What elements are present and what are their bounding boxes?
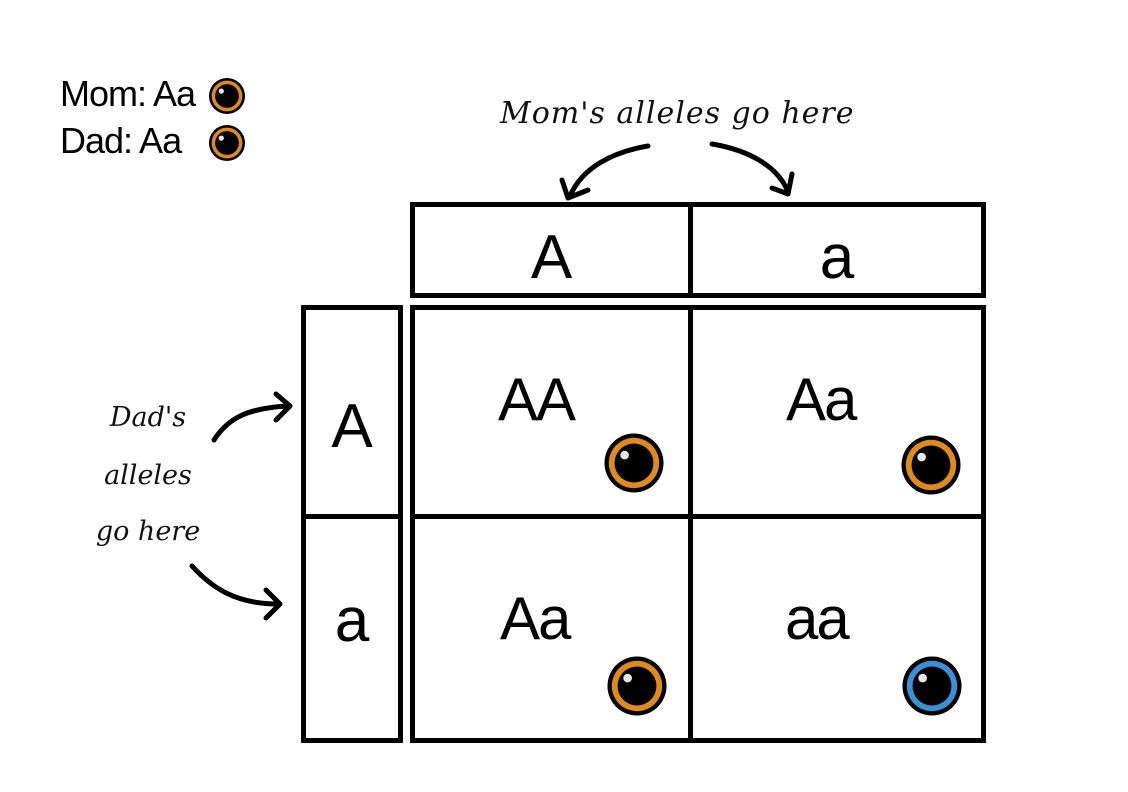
arrow-to-dad-allele-A xyxy=(211,403,291,443)
offspring-cell-aa: aa xyxy=(693,519,981,738)
dad-allele-2: a xyxy=(334,586,370,655)
arrow-to-dad-allele-a xyxy=(189,563,281,607)
dad-alleles-note-line-1: Dad's xyxy=(109,402,187,433)
eye-icon xyxy=(896,650,968,722)
dad-alleles-note-line-3: go here xyxy=(95,516,201,547)
genotype-label: Aa xyxy=(786,366,857,433)
offspring-cell-AA: AA xyxy=(415,310,688,514)
genotype-label: aa xyxy=(785,585,850,652)
dad-allele-1: A xyxy=(331,392,373,461)
mom-alleles-note: Mom's alleles go here xyxy=(500,96,855,131)
arrow-to-mom-allele-A xyxy=(567,143,651,199)
arrow-head xyxy=(769,171,795,197)
grid-horizontal-divider xyxy=(415,514,981,519)
arrow-head xyxy=(559,177,591,201)
arrow-head xyxy=(273,391,293,423)
mom-allele-header: A a xyxy=(410,202,986,298)
legend-mom-label: Mom: Aa xyxy=(60,73,196,114)
column-divider xyxy=(306,514,398,519)
header-divider xyxy=(688,207,693,293)
mom-allele-2: a xyxy=(819,223,855,292)
eye-icon xyxy=(205,121,249,165)
mom-allele-1: A xyxy=(530,223,573,292)
genotype-label: AA xyxy=(498,366,576,433)
dad-alleles-note-line-2: alleles xyxy=(104,460,192,491)
eye-icon xyxy=(895,429,967,501)
offspring-cell-Aa-bottom: Aa xyxy=(415,519,688,738)
dad-allele-column: A a xyxy=(301,305,403,743)
eye-icon xyxy=(598,427,670,499)
genotype-label: Aa xyxy=(500,585,571,652)
legend-dad-label: Dad: Aa xyxy=(60,120,182,161)
eye-icon xyxy=(205,74,249,118)
offspring-cell-Aa-top: Aa xyxy=(693,310,981,514)
punnett-grid: AA Aa Aa aa xyxy=(410,305,986,743)
eye-icon xyxy=(601,650,673,722)
arrow-to-mom-allele-a xyxy=(709,141,791,195)
arrow-head xyxy=(263,587,283,621)
grid-vertical-divider xyxy=(688,310,693,738)
